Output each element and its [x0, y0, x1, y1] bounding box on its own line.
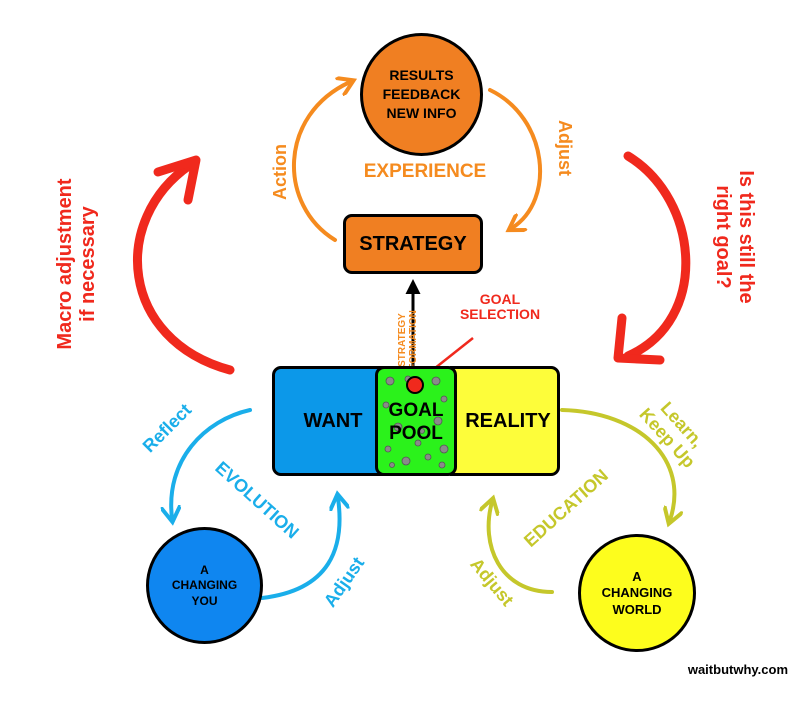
macro-adjustment-line-1: Macro adjustment [54, 178, 76, 350]
right-goal-label: Is this still the right goal? [711, 142, 757, 332]
right-goal-arrowhead [613, 313, 665, 365]
world-line-2: CHANGING [601, 585, 673, 601]
experience-label: EXPERIENCE [363, 161, 487, 182]
world-line-3: WORLD [612, 601, 662, 617]
strategy-box: STRATEGY [343, 214, 483, 274]
you-line-1: A [200, 562, 209, 577]
action-arrow [292, 82, 350, 242]
macro-adjustment-line-2: if necessary [77, 206, 99, 322]
goal-pool-box: GOAL POOL [375, 366, 457, 476]
left-adjust-arrow [260, 498, 340, 600]
reality-label: REALITY [465, 409, 551, 432]
right-goal-arrow [623, 151, 691, 361]
macro-adjustment-arrowhead [153, 155, 201, 205]
top-adjust-arrow [488, 88, 542, 228]
results-feedback-node: RESULTS FEEDBACK NEW INFO [360, 33, 483, 156]
results-label: RESULTS [389, 67, 454, 84]
goal-selection-label: GOAL SELECTION [440, 292, 560, 321]
learn-arrow [560, 408, 674, 520]
reflect-arrow [171, 408, 252, 518]
reality-box: REALITY [450, 366, 560, 476]
goal-pool-line-1: GOAL [388, 400, 444, 421]
macro-adjustment-arrow [133, 160, 235, 375]
macro-adjustment-label: Macro adjustment if necessary [54, 154, 100, 374]
goal-pool-line-2: POOL [389, 422, 443, 444]
new-info-label: NEW INFO [386, 104, 457, 121]
action-label: Action [270, 144, 290, 200]
you-line-2: CHANGING [171, 578, 238, 593]
feedback-label: FEEDBACK [382, 86, 461, 103]
goal-selection-line-1: GOAL [479, 291, 521, 307]
top-adjust-label: Adjust [555, 120, 575, 176]
world-line-1: A [632, 568, 642, 584]
want-box: WANT [272, 366, 384, 476]
goal-pool-bubbles [382, 375, 449, 469]
right-goal-line-1: Is this still the [735, 170, 757, 304]
credit-label: waitbutwhy.com [687, 662, 788, 677]
right-goal-line-2: right goal? [712, 185, 734, 289]
goal-pool-label: GOAL POOL [378, 401, 454, 444]
right-adjust-arrow [489, 502, 554, 594]
changing-you-node: A CHANGING YOU [146, 527, 263, 644]
strategy-label: STRATEGY [359, 232, 467, 255]
selected-goal-dot [406, 376, 424, 394]
you-line-3: YOU [191, 593, 218, 608]
changing-world-node: A CHANGING WORLD [578, 534, 696, 652]
want-label: WANT [303, 409, 363, 432]
goal-selection-line-2: SELECTION [459, 305, 541, 322]
